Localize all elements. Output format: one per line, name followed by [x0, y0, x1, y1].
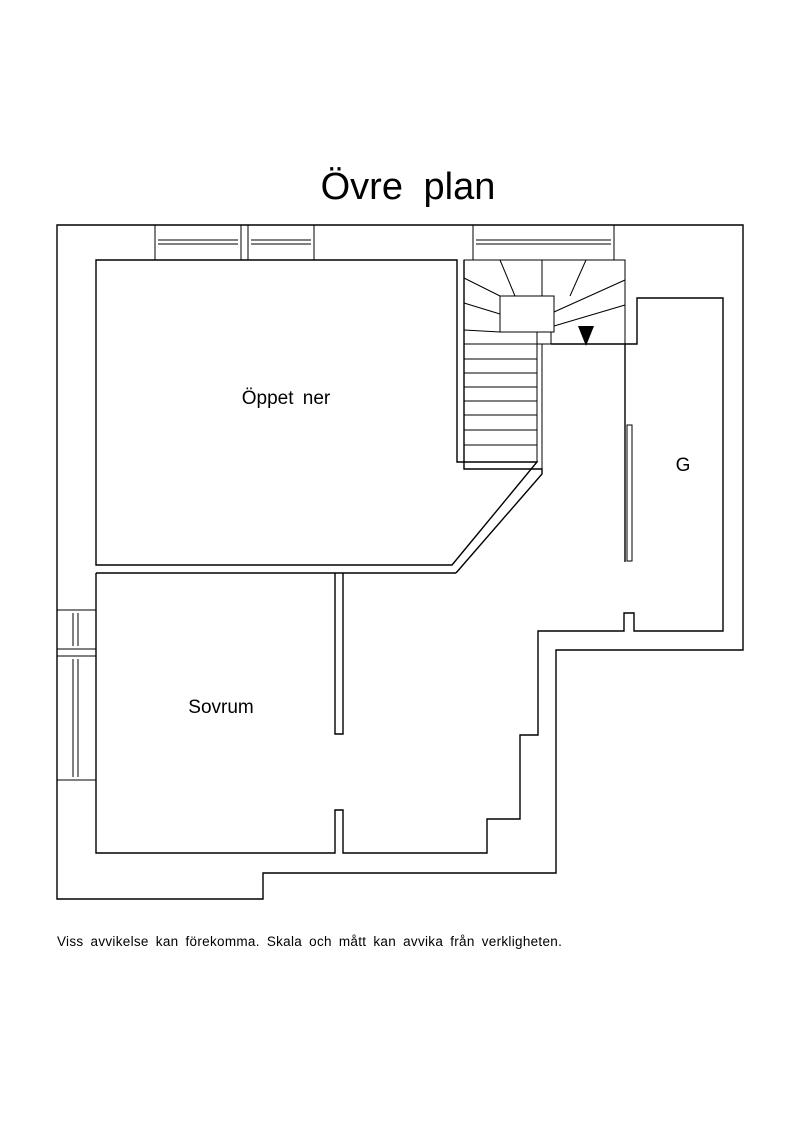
room-label-open-below: Öppet ner	[242, 388, 331, 409]
window-left-lower	[56, 655, 97, 781]
stair-direction-arrow-icon	[578, 326, 594, 346]
room-label-bedroom: Sovrum	[188, 697, 253, 718]
plan-title: Övre plan	[321, 166, 496, 208]
open-below-outline	[95, 259, 539, 566]
storage-sliding-door	[626, 424, 633, 562]
window-left-upper	[56, 609, 97, 650]
disclaimer-text: Viss avvikelse kan förekomma. Skala och …	[57, 934, 562, 949]
outer-wall	[56, 224, 744, 900]
room-label-storage: G	[676, 455, 691, 476]
bedroom-partition-wall	[334, 573, 344, 735]
window-top-left	[154, 224, 242, 261]
window-top-middle	[247, 224, 315, 261]
window-top-right	[472, 224, 615, 261]
staircase	[463, 259, 626, 469]
